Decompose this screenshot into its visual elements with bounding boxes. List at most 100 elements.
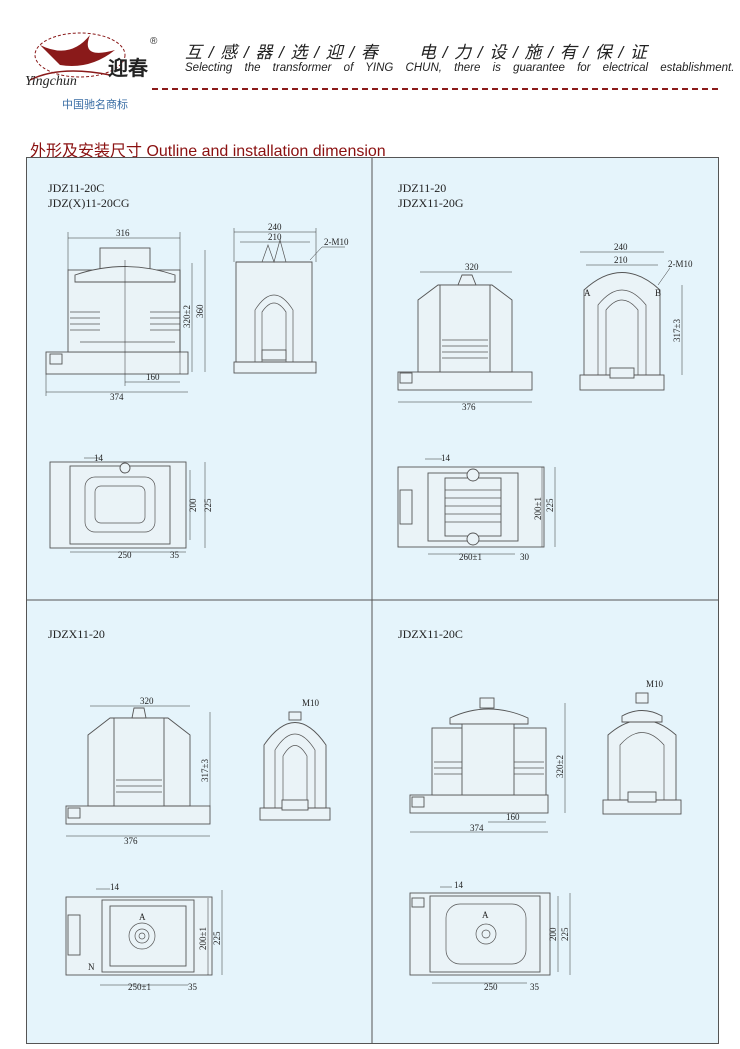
dimension-label: M10	[302, 698, 320, 708]
drawing-line	[621, 710, 663, 723]
top-view: 14 250±1 35 200±1 225 A N	[65, 882, 223, 992]
drawing-line	[67, 914, 81, 956]
drawing-line	[475, 923, 497, 945]
dimension-label: 360	[195, 304, 205, 318]
dimension-label: 14	[441, 453, 451, 463]
dimension-label: 240	[614, 242, 628, 252]
dimension-label: 30	[520, 552, 530, 562]
drawing-line	[109, 905, 187, 967]
dimension-label: 374	[470, 823, 484, 833]
drawing-line	[425, 458, 556, 555]
dimension-label: A	[139, 912, 146, 922]
drawing-line	[49, 353, 63, 365]
drawing-line	[398, 271, 532, 403]
drawing-line	[461, 723, 515, 796]
dimension-label: 374	[110, 392, 124, 402]
drawing-line	[281, 799, 309, 811]
dimension-label: 200±1	[533, 497, 543, 520]
dimension-label: 250±1	[128, 982, 151, 992]
dimension-label: 225	[545, 498, 555, 512]
drawing-line	[45, 351, 189, 375]
dimension-label: A	[584, 288, 591, 298]
drawing-line	[254, 294, 294, 362]
dimension-label: 250	[484, 982, 498, 992]
dimension-label: 160	[146, 372, 160, 382]
drawing-line	[70, 457, 206, 553]
drawing-line	[233, 361, 317, 374]
drawing-line	[429, 895, 541, 973]
drawing-line	[261, 302, 287, 362]
front-view: 160 374 320±2	[409, 697, 566, 833]
dimension-label: 320	[140, 696, 154, 706]
drawing-line	[69, 465, 171, 545]
header-divider	[152, 88, 718, 90]
registered-mark: ®	[150, 36, 158, 47]
dimension-label: 210	[268, 232, 282, 242]
dimension-label: 2-M10	[668, 259, 693, 269]
slogan-english: Selecting the transformer of YING CHUN, …	[185, 62, 735, 74]
panel-jdz11-20: JDZ11-20 JDZX11-20G 320 376 240 210 2-M1…	[397, 181, 693, 562]
dimension-label: 376	[462, 402, 476, 412]
drawing-line	[67, 807, 81, 819]
slogan-chinese: 互 / 感 / 器 / 选 / 迎 / 春 电 / 力 / 设 / 施 / 有 …	[185, 43, 648, 62]
dimension-label: 35	[170, 550, 180, 560]
drawing-line	[439, 284, 491, 373]
drawing-line	[29, 70, 111, 81]
drawing-line	[609, 367, 635, 379]
model-label: JDZ(X)11-20CG	[48, 196, 130, 210]
side-view: M10	[259, 698, 331, 821]
model-label: JDZ11-20	[398, 181, 446, 195]
dimension-label: 320±2	[555, 755, 565, 778]
drawing-line	[399, 372, 413, 384]
drawing-line	[131, 707, 147, 719]
front-view: 320 376	[397, 262, 533, 412]
drawing-line	[466, 532, 480, 546]
side-view: M10	[602, 679, 682, 815]
drawing-line	[282, 745, 308, 808]
dimension-label: 320±2	[182, 305, 192, 328]
drawing-line	[657, 267, 671, 286]
drawing-line	[274, 733, 316, 808]
dimension-label: N	[88, 962, 95, 972]
drawing-line	[597, 289, 647, 375]
dimension-label: 225	[560, 927, 570, 941]
dimension-label: M10	[646, 679, 664, 689]
drawing-line	[449, 708, 529, 725]
drawing-line	[45, 232, 206, 396]
front-view: 320 376 317±3	[65, 696, 211, 846]
drawing-line	[138, 932, 146, 940]
drawing-line	[309, 246, 323, 261]
dimension-label: 14	[110, 882, 120, 892]
dimension-label: 225	[212, 931, 222, 945]
drawing-line	[288, 711, 302, 721]
drawing-line	[583, 272, 661, 376]
side-view: 240 210 2-M10	[233, 222, 349, 374]
drawing-line	[411, 897, 425, 908]
drawing-line	[128, 922, 156, 950]
drawing-line	[397, 371, 533, 391]
drawing-line	[409, 794, 549, 814]
dimension-label: 320	[465, 262, 479, 272]
drawing-line	[66, 705, 211, 837]
drawing-line	[263, 722, 327, 809]
top-view: 14 250 35 200 225 A	[409, 880, 571, 992]
drawing-line	[233, 228, 345, 262]
drawing-line	[96, 888, 223, 986]
dimension-label: B	[655, 288, 661, 298]
panel-jdzx11-20c: JDZX11-20C 160 374 320±2 M10	[398, 627, 682, 992]
drawing-line	[399, 489, 413, 525]
drawing-line	[607, 719, 677, 801]
drawing-line	[40, 35, 115, 66]
dimension-label: 2-M10	[324, 237, 349, 247]
drawing-line	[466, 468, 480, 482]
dimension-label: 35	[530, 982, 540, 992]
yingchun-logo: Yingchun 迎春	[25, 32, 149, 89]
drawing-line	[580, 251, 683, 375]
drawing-line	[235, 261, 313, 363]
drawing-line	[635, 692, 649, 704]
drawing-line	[411, 796, 425, 808]
drawing-line	[261, 349, 287, 361]
trademark-note: 中国驰名商标	[62, 99, 128, 111]
dimension-label: 35	[188, 982, 198, 992]
